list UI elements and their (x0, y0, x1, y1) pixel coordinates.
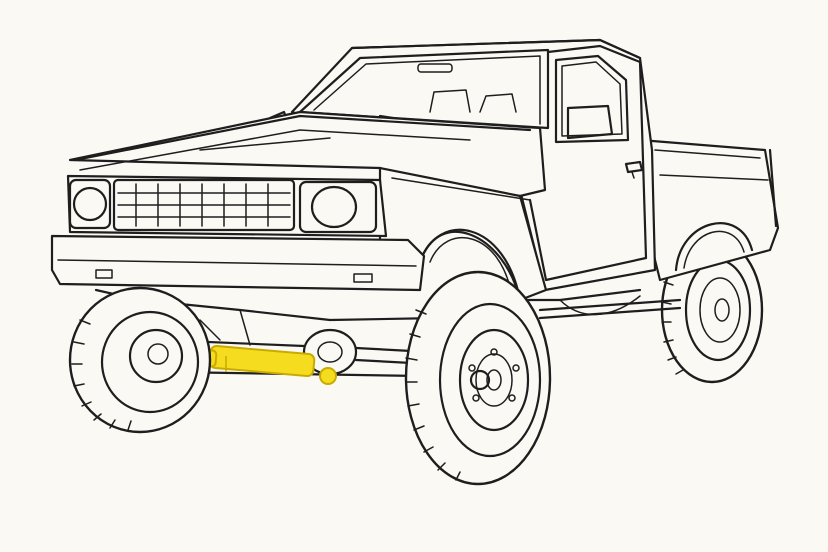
grille-slats (117, 183, 291, 227)
right-headlight (310, 185, 358, 229)
truck-front (50, 174, 426, 292)
truck-bed (638, 136, 780, 282)
grille (112, 178, 296, 232)
truck-hood (68, 110, 548, 302)
front-left-wheel (68, 286, 212, 434)
lug-holes (468, 348, 520, 402)
steering-stabilizer (193, 345, 337, 385)
front-right-wheel (404, 270, 552, 486)
left-headlight (72, 186, 108, 222)
